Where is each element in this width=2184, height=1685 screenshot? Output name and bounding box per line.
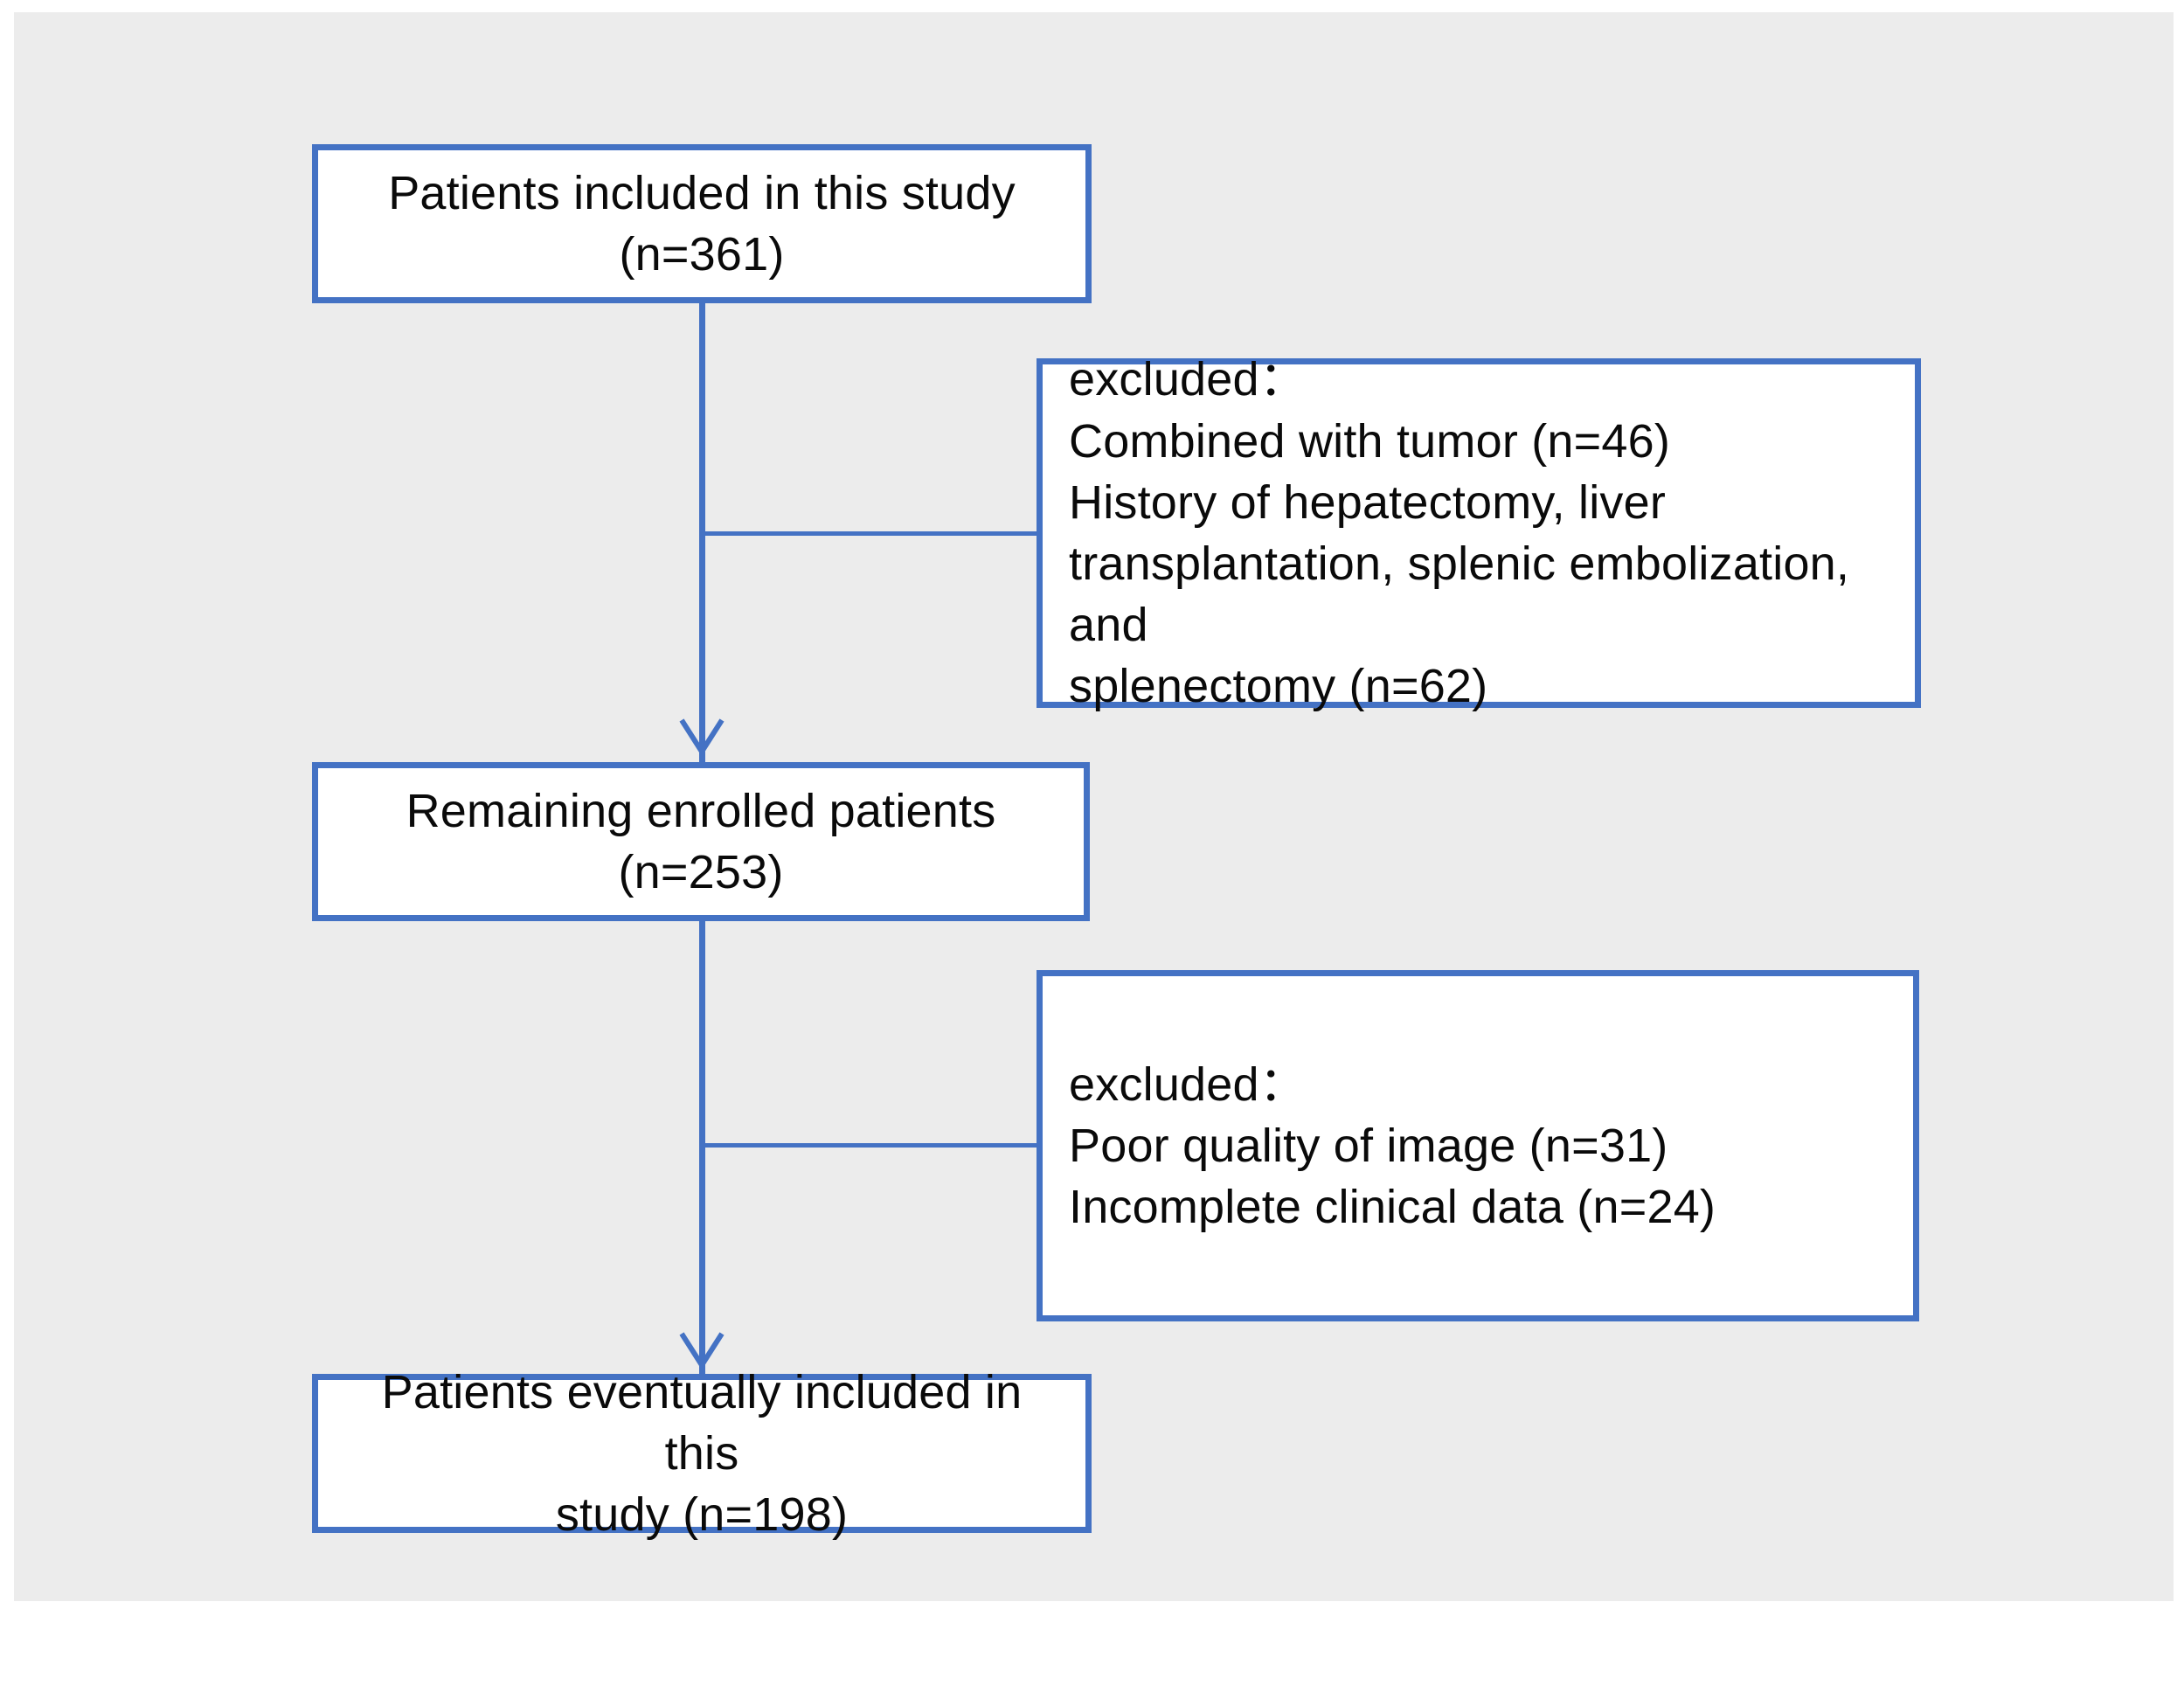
node-remaining-enrolled-label: Remaining enrolled patients (n=253) — [406, 784, 996, 898]
page-margin-right — [2174, 0, 2184, 1685]
node-patients-final: Patients eventually included in this stu… — [312, 1366, 1092, 1541]
connector-remaining-to-final — [699, 921, 705, 1374]
page-margin-bottom — [0, 1601, 2184, 1685]
node-excluded-second-label: excluded： Poor quality of image (n=31) I… — [1069, 1057, 1716, 1234]
node-excluded-first-label: excluded： Combined with tumor (n=46) His… — [1069, 353, 1850, 713]
node-remaining-enrolled: Remaining enrolled patients (n=253) — [312, 762, 1090, 921]
connector-remaining-to-excluded-second — [703, 1143, 1038, 1148]
page-margin-top — [0, 0, 2184, 12]
connector-included-to-remaining — [699, 303, 705, 762]
node-patients-included-label: Patients included in this study (n=361) — [388, 166, 1016, 281]
page-margin-left — [0, 0, 14, 1685]
node-patients-final-label: Patients eventually included in this stu… — [381, 1365, 1023, 1542]
node-excluded-first: excluded： Combined with tumor (n=46) His… — [1037, 353, 1921, 712]
connector-included-to-excluded-first — [703, 531, 1038, 536]
arrowhead-icon-to-final — [678, 1330, 725, 1370]
node-patients-included: Patients included in this study (n=361) — [312, 144, 1092, 303]
arrowhead-icon-to-remaining — [678, 717, 725, 757]
node-excluded-second: excluded： Poor quality of image (n=31) I… — [1037, 970, 1919, 1321]
